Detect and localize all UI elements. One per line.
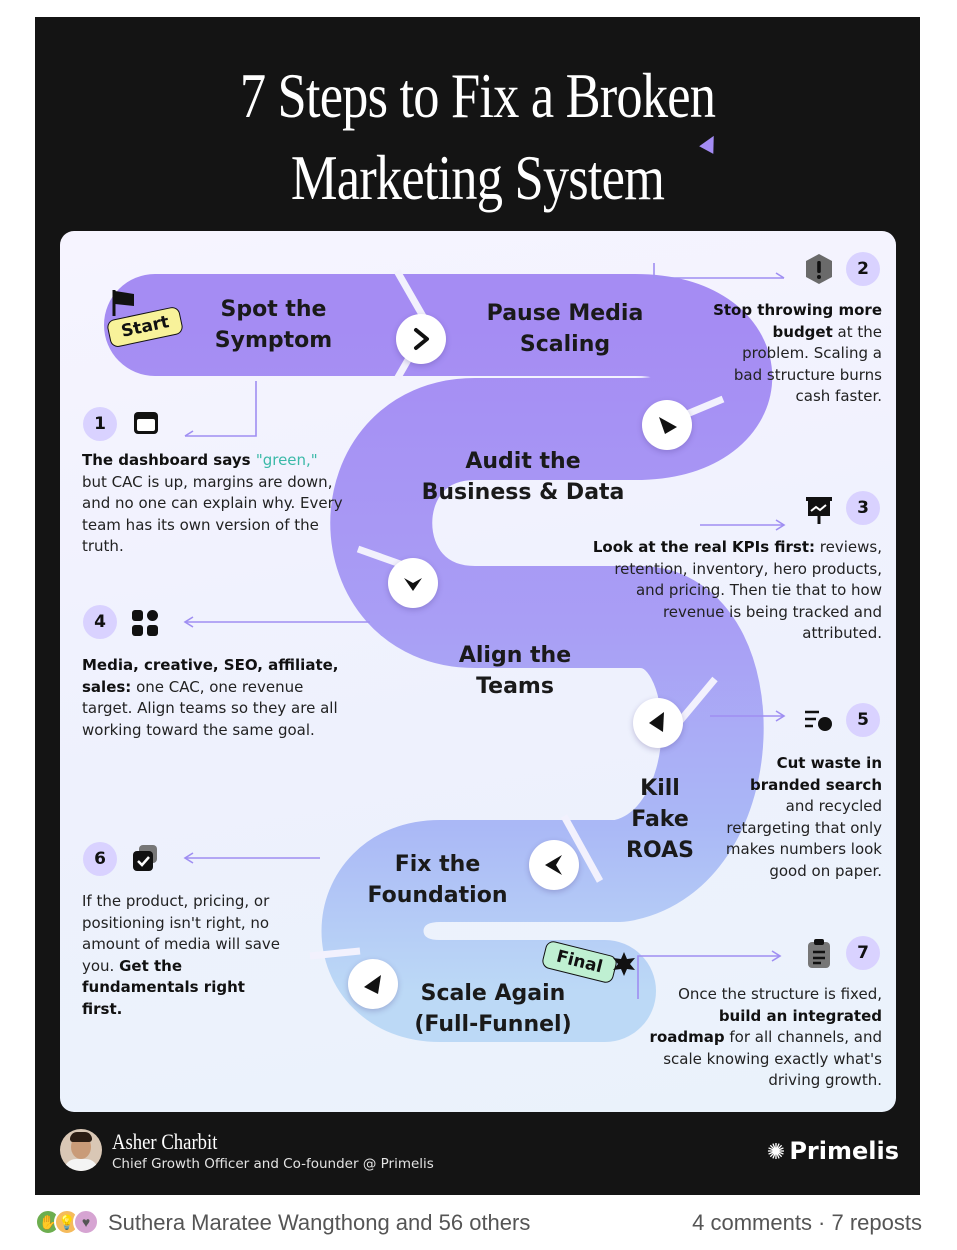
step-3-description: Look at the real KPIs first: reviews, re… [592,538,882,642]
step-7-badge: 7 [846,936,880,970]
grid-dots-icon [130,608,160,642]
filter-list-icon [803,707,835,739]
flag-icon [110,288,138,322]
infographic-card: Spot the Symptom Pause Media Scaling Aud… [60,231,896,1112]
step-7-title: Scale Again (Full-Funnel) [414,981,572,1037]
likers-link[interactable]: Suthera Maratee Wangthong and 56 others [108,1210,531,1235]
arrow-down-right-icon [642,400,692,450]
star-badge-icon [611,951,637,981]
post-image[interactable]: 7 Steps to Fix a Broken Marketing System [35,17,920,1195]
arrow-down-left-icon-2 [348,959,398,1009]
author-name: Asher Charbit [112,1129,218,1154]
step-6-badge: 6 [83,842,117,876]
arrow-down-icon [388,558,438,608]
presentation-chart-icon [804,494,834,530]
step-2-badge: 2 [846,252,880,286]
clipboard-list-icon [805,938,833,974]
step-4-title: Align the Teams [458,643,572,699]
step-4-badge: 4 [83,605,117,639]
step-4-description: Media, creative, SEO, affiliate, sales: … [82,656,339,739]
author-role: Chief Growth Officer and Co-founder @ Pr… [112,1156,434,1172]
title-line-2: Marketing System [290,142,665,213]
reaction-icons[interactable]: ✋ 💡 ♥ [35,1209,103,1237]
author-footer: Asher Charbit Chief Growth Officer and C… [60,1129,899,1179]
step-3-badge: 3 [846,491,880,525]
browser-window-icon [132,409,160,441]
step-1-badge: 1 [83,407,117,441]
arrow-down-left-icon [633,698,683,748]
step-3-title: Audit the Business & Data [421,449,625,505]
engagement-link[interactable]: 4 comments · 7 reposts [692,1210,922,1235]
step-5-badge: 5 [846,703,880,737]
checkbox-stack-icon [130,843,160,877]
warning-hexagon-icon [803,252,835,290]
avatar [60,1129,102,1171]
arrow-right-icon [396,314,446,364]
step-5-description: Cut waste in branded search and recycled… [725,754,882,880]
step-6-description: If the product, pricing, or positioning … [82,892,281,1018]
step-2-description: Stop throwing more budget at the problem… [713,301,882,405]
asterisk-burst-icon: ✺ [766,1140,786,1165]
brand-logo: ✺Primelis [766,1137,899,1165]
step-2-title: Pause Media Scaling [486,301,644,357]
title-line-1: 7 Steps to Fix a Broken [239,60,716,131]
step-1-title: Spot the Symptom [214,297,333,353]
step-1-description: The dashboard says "green," but CAC is u… [82,451,343,555]
step-7-description: Once the structure is fixed, build an in… [649,985,882,1089]
step-5-title: Kill Fake ROAS [626,776,694,863]
infographic-title: 7 Steps to Fix a Broken Marketing System [115,55,841,219]
support-icon: ♥ [73,1209,99,1235]
social-bar: ✋ 💡 ♥ Suthera Maratee Wangthong and 56 o… [35,1206,922,1240]
arrow-left-icon [529,840,579,890]
step-6-title: Fix the Foundation [367,852,508,908]
